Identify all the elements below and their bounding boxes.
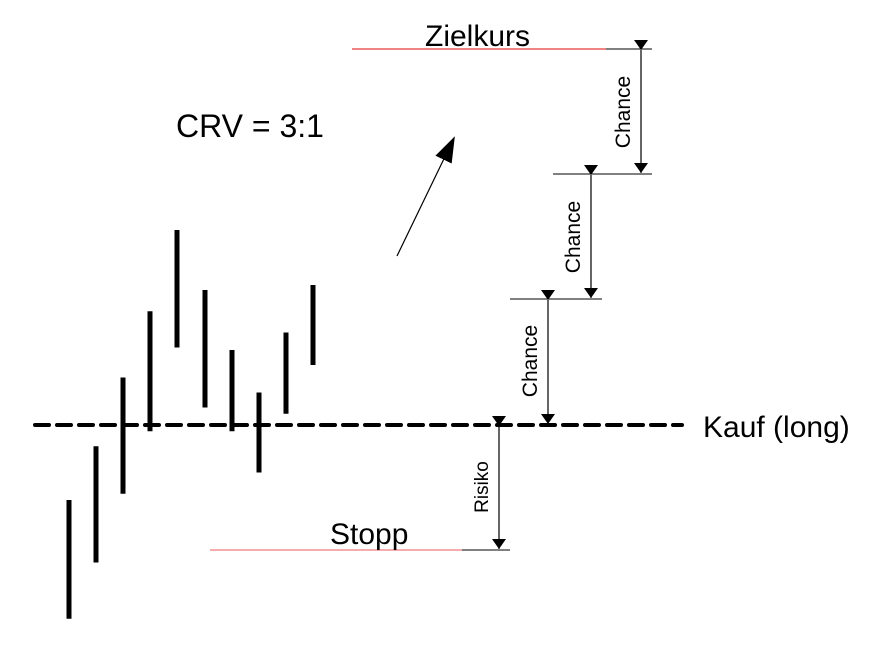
target-label: Zielkurs [425,20,530,53]
chance-label-3: Chance [612,76,635,148]
chance-label-1: Chance [519,325,542,397]
crv-title: CRV = 3:1 [176,108,324,144]
price-bars [66,230,316,619]
risk-label: Risiko [472,461,493,513]
chance-label-2: Chance [562,201,585,273]
stop-label: Stopp [330,518,408,551]
trend-arrow [396,136,455,257]
entry-label: Kauf (long) [703,411,850,444]
